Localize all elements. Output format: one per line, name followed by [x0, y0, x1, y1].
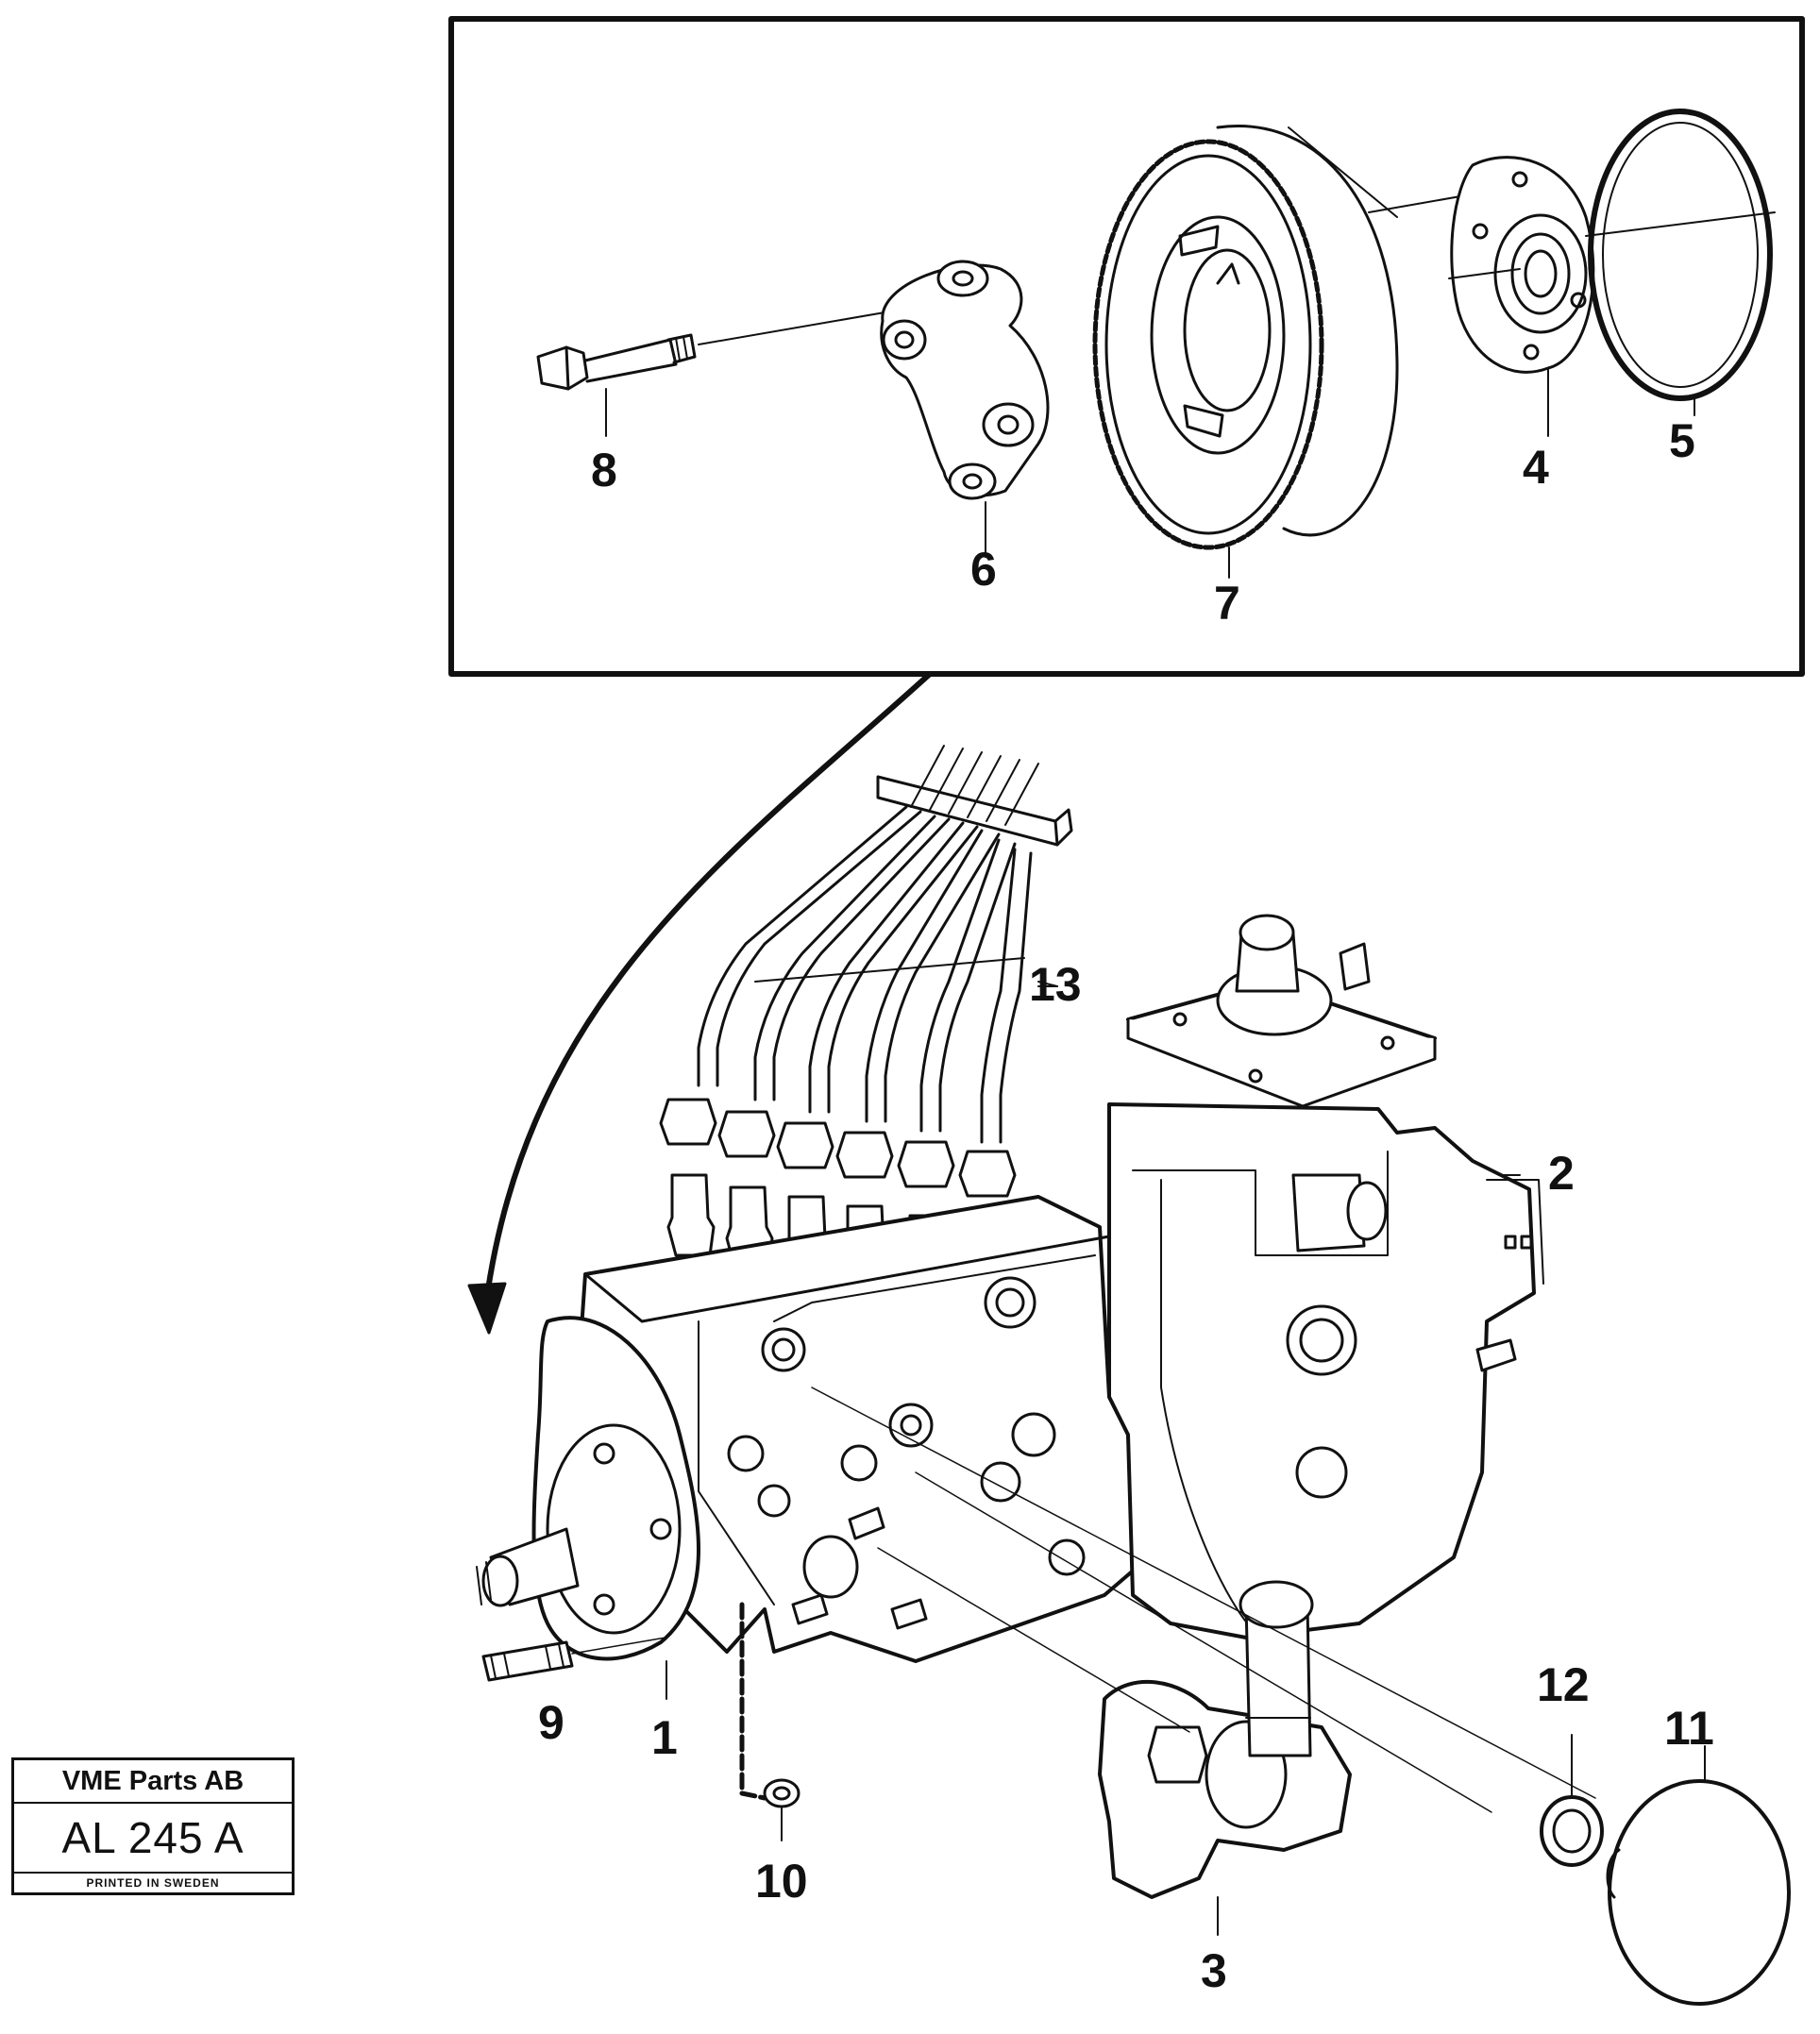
inset-leader-arrow — [483, 671, 933, 1305]
part-6-flange-clamp — [880, 260, 1050, 558]
part-11-cover-cap — [1606, 1745, 1791, 2006]
part-3-feed-pump — [811, 1387, 1596, 1936]
union-nuts — [659, 1098, 1017, 1198]
callout-12: 12 — [1537, 1658, 1590, 1711]
part-1-injection-pump-body — [476, 1195, 1139, 1700]
callout-5: 5 — [1669, 414, 1695, 467]
callout-6: 6 — [970, 543, 997, 596]
publisher-stamp: VME Parts AB AL 245 A PRINTED IN SWEDEN — [11, 1757, 295, 1895]
part-2-governor-housing — [1107, 914, 1544, 1639]
callout-1: 1 — [651, 1711, 678, 1764]
part-7-timing-gear — [1092, 125, 1559, 579]
inset-leader-arrowhead — [467, 1282, 507, 1335]
callout-11: 11 — [1664, 1702, 1714, 1755]
part-9-stud — [481, 1637, 666, 1682]
detail-inset-frame — [448, 16, 1805, 677]
callout-labels: 8 6 7 4 5 13 2 12 11 9 1 10 3 — [538, 414, 1714, 1997]
stamp-company: VME Parts AB — [14, 1760, 292, 1804]
stamp-drawing-code: AL 245 A — [14, 1804, 292, 1874]
stamp-printed-note: PRINTED IN SWEDEN — [86, 1876, 220, 1890]
callout-7: 7 — [1214, 577, 1240, 630]
part-12-seal-ring — [1540, 1734, 1604, 1867]
callout-10: 10 — [755, 1855, 808, 1908]
callout-3: 3 — [1201, 1944, 1227, 1997]
callout-2: 2 — [1548, 1147, 1575, 1200]
part-4-bearing-flange — [1448, 156, 1595, 437]
part-10-washer — [739, 1602, 800, 1841]
callout-4: 4 — [1523, 441, 1549, 494]
detail-inset — [448, 16, 1805, 1335]
callout-8: 8 — [591, 444, 617, 496]
part-5-o-ring — [1585, 109, 1776, 416]
callout-9: 9 — [538, 1696, 565, 1749]
callout-13: 13 — [1029, 958, 1082, 1011]
